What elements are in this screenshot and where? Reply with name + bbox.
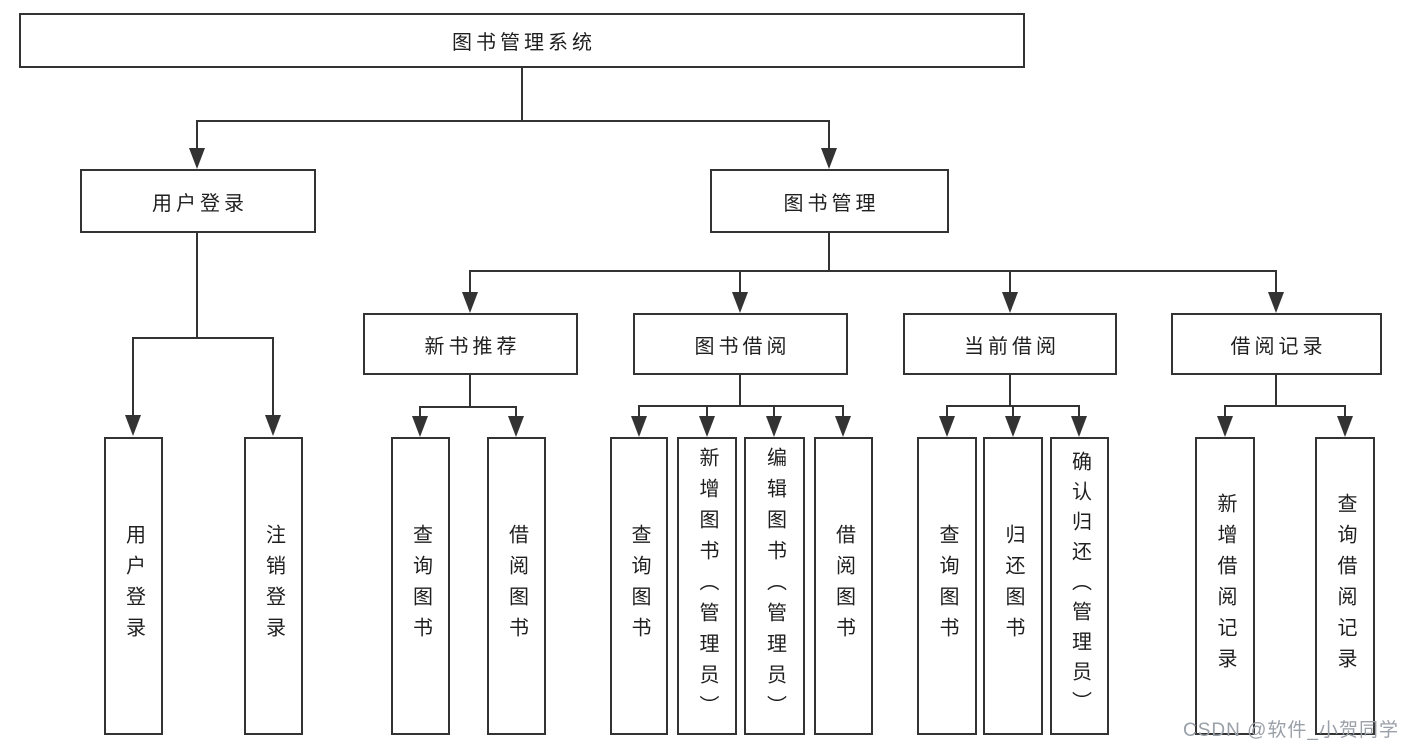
connector-vline	[272, 337, 274, 417]
node-borrow-records-label: 借阅记录	[1230, 335, 1327, 358]
node-leaf-user-login-label: 用户登录	[122, 524, 145, 648]
connector-vline	[515, 406, 517, 418]
connector-vline	[132, 337, 134, 417]
connector-hline	[1225, 405, 1345, 407]
node-leaf-logout: 注销登录	[244, 437, 303, 735]
connector-vline	[419, 406, 421, 418]
arrowhead-down-icon	[508, 416, 524, 437]
arrowhead-down-icon	[1337, 416, 1353, 437]
connector-vline	[469, 270, 471, 294]
node-leaf-user-login: 用户登录	[104, 437, 163, 735]
node-user-login: 用户登录	[80, 169, 316, 233]
node-leaf-bb-borrow-label: 借阅图书	[832, 524, 855, 648]
node-current-borrow-label: 当前借阅	[964, 335, 1060, 358]
node-leaf-cb-query: 查询图书	[917, 437, 977, 735]
node-leaf-nb-query-label: 查询图书	[409, 524, 432, 648]
connector-hline	[639, 405, 844, 407]
csdn-watermark: CSDN @软件_小贺同学	[1183, 720, 1399, 741]
connector-vline	[739, 375, 741, 405]
node-leaf-cb-return: 归还图书	[983, 437, 1043, 735]
node-new-books-label: 新书推荐	[424, 335, 521, 358]
node-leaf-bb-add-label: 新增图书（管理员）	[696, 446, 718, 726]
connector-vline	[1009, 270, 1011, 294]
connector-vline	[773, 405, 775, 418]
arrowhead-down-icon	[631, 416, 647, 437]
node-leaf-bb-query: 查询图书	[610, 437, 668, 735]
node-book-borrow-label: 图书借阅	[694, 335, 791, 358]
arrowhead-down-icon	[1005, 416, 1021, 437]
arrowhead-down-icon	[821, 148, 837, 169]
node-borrow-records: 借阅记录	[1171, 313, 1382, 375]
connector-vline	[196, 120, 198, 150]
node-leaf-nb-borrow-label: 借阅图书	[505, 524, 528, 648]
arrowhead-down-icon	[835, 416, 851, 437]
node-user-login-label: 用户登录	[152, 192, 248, 215]
node-new-books: 新书推荐	[363, 313, 578, 375]
connector-vline	[521, 68, 523, 121]
connector-hline	[420, 406, 517, 408]
connector-hline	[470, 270, 1277, 272]
node-leaf-rec-add-label: 新增借阅记录	[1214, 493, 1236, 679]
arrowhead-down-icon	[699, 416, 715, 437]
node-book-mgmt: 图书管理	[710, 169, 949, 233]
node-current-borrow: 当前借阅	[903, 313, 1117, 375]
node-leaf-bb-edit: 编辑图书（管理员）	[744, 437, 805, 735]
node-book-mgmt-label: 图书管理	[783, 192, 880, 215]
arrowhead-down-icon	[1217, 416, 1233, 437]
node-leaf-bb-add: 新增图书（管理员）	[677, 437, 737, 735]
connector-hline	[197, 120, 830, 122]
arrowhead-down-icon	[1268, 292, 1284, 313]
connector-vline	[1012, 405, 1014, 418]
arrowhead-down-icon	[732, 292, 748, 313]
connector-vline	[1344, 405, 1346, 418]
arrowhead-down-icon	[412, 416, 428, 437]
node-leaf-logout-label: 注销登录	[262, 524, 285, 648]
node-leaf-nb-query: 查询图书	[391, 437, 450, 735]
connector-vline	[638, 405, 640, 418]
connector-vline	[469, 375, 471, 407]
node-leaf-rec-add: 新增借阅记录	[1195, 437, 1255, 735]
connector-vline	[739, 270, 741, 294]
node-leaf-cb-confirm-label: 确认归还（管理员）	[1068, 451, 1091, 721]
node-leaf-rec-query: 查询借阅记录	[1315, 437, 1375, 735]
arrowhead-down-icon	[1002, 292, 1018, 313]
node-leaf-nb-borrow: 借阅图书	[487, 437, 546, 735]
node-leaf-bb-borrow: 借阅图书	[814, 437, 873, 735]
connector-vline	[828, 233, 830, 272]
connector-vline	[828, 120, 830, 150]
connector-vline	[196, 233, 198, 339]
arrowhead-down-icon	[1071, 416, 1087, 437]
connector-vline	[1275, 270, 1277, 294]
arrowhead-down-icon	[462, 292, 478, 313]
node-leaf-cb-return-label: 归还图书	[1002, 524, 1024, 648]
connector-vline	[842, 405, 844, 418]
connector-vline	[1009, 375, 1011, 405]
arrowhead-down-icon	[265, 415, 281, 436]
arrowhead-down-icon	[125, 415, 141, 436]
node-leaf-cb-query-label: 查询图书	[936, 524, 958, 648]
node-leaf-rec-query-label: 查询借阅记录	[1334, 493, 1356, 679]
connector-vline	[706, 405, 708, 418]
arrowhead-down-icon	[189, 148, 205, 169]
arrowhead-down-icon	[939, 416, 955, 437]
node-leaf-bb-edit-label: 编辑图书（管理员）	[763, 446, 786, 726]
node-root: 图书管理系统	[19, 13, 1025, 68]
connector-vline	[1078, 405, 1080, 418]
connector-hline	[133, 337, 274, 339]
node-root-label: 图书管理系统	[452, 32, 596, 54]
node-leaf-bb-query-label: 查询图书	[628, 524, 650, 648]
connector-vline	[1224, 405, 1226, 418]
node-book-borrow: 图书借阅	[633, 313, 848, 375]
connector-vline	[946, 405, 948, 418]
arrowhead-down-icon	[766, 416, 782, 437]
connector-vline	[1275, 375, 1277, 405]
node-leaf-cb-confirm: 确认归还（管理员）	[1050, 437, 1109, 735]
